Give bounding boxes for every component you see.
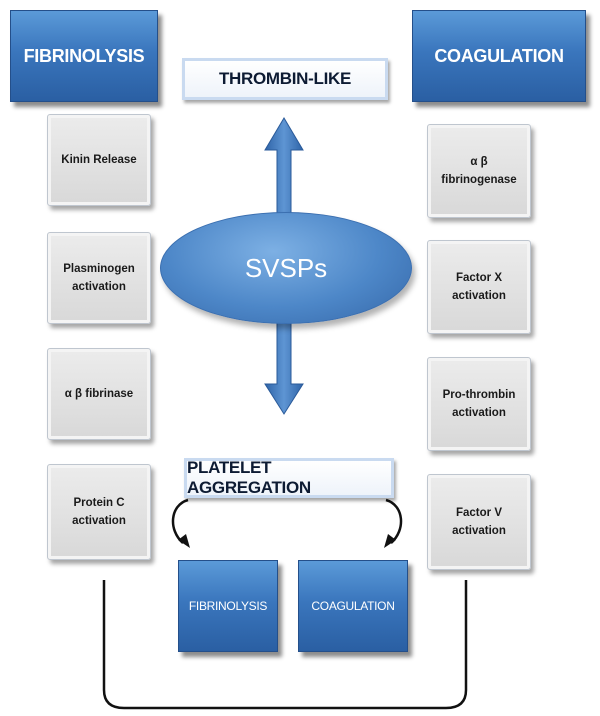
thrombin-like-label: THROMBIN-LIKE: [182, 58, 388, 100]
curved-arrow-right-icon: [384, 498, 403, 548]
platelet-aggregation-label: PLATELET AGGREGATION: [184, 458, 394, 498]
left-item-label: activation: [72, 281, 126, 293]
bottom-fibrinolysis-box: FIBRINOLYSIS: [178, 560, 278, 652]
right-item-label: α β fibrinogenase: [441, 156, 517, 186]
left-item-plasminogen-activation: Plasminogen activation: [47, 232, 151, 324]
right-item-label: Pro-thrombin: [442, 389, 516, 401]
bottom-bracket: [102, 580, 468, 710]
right-item-label: Factor X activation: [452, 272, 506, 302]
left-item-label: α β fibrinase: [64, 388, 134, 400]
right-item-fibrinogenase: α β fibrinogenase: [427, 124, 531, 218]
right-item-label: Factor V activation: [452, 507, 506, 537]
right-item-prothrombin-activation: Pro-thrombin activation: [427, 357, 531, 451]
left-item-label: Plasminogen: [63, 263, 135, 275]
right-item-factor-x-activation: Factor X activation: [427, 240, 531, 334]
left-item-kinin-release: Kinin Release: [47, 114, 151, 206]
left-item-label: Kinin Release: [61, 154, 137, 166]
left-item-fibrinase: α β fibrinase: [47, 348, 151, 440]
curved-arrow-left-icon: [171, 498, 190, 548]
down-arrow-icon: [264, 317, 304, 415]
left-item-label: Protein C activation: [72, 497, 126, 527]
up-arrow-icon: [264, 117, 304, 225]
right-item-factor-v-activation: Factor V activation: [427, 474, 531, 570]
left-item-protein-c-activation: Protein C activation: [47, 464, 151, 560]
fibrinolysis-header: FIBRINOLYSIS: [10, 10, 158, 102]
bottom-coagulation-box: COAGULATION: [298, 560, 408, 652]
coagulation-header: COAGULATION: [412, 10, 586, 102]
right-item-label: activation: [452, 407, 506, 419]
svsps-ellipse: SVSPs: [160, 212, 412, 324]
